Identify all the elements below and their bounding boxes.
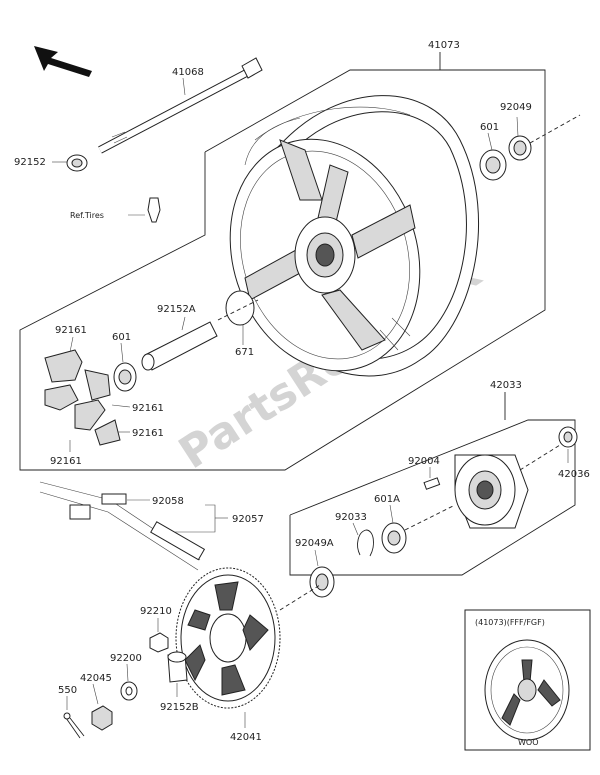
- washer-92200: [120, 681, 138, 701]
- front-direction-arrow-icon: [34, 46, 92, 77]
- label-92058: 92058: [152, 496, 184, 507]
- cotter-pin-550: [63, 712, 85, 739]
- label-601A: 601A: [374, 494, 400, 505]
- label-671: 671: [235, 347, 254, 358]
- collar-92152: [66, 154, 88, 172]
- label-42045: 42045: [80, 673, 112, 684]
- nut-92210: [149, 632, 169, 653]
- rear-axle: [98, 57, 263, 154]
- label-92161-d: 92161: [50, 456, 82, 467]
- oil-seal-92049A: [309, 566, 335, 598]
- label-92004: 92004: [408, 456, 440, 467]
- label-601-top: 601: [480, 122, 499, 133]
- hub-assembly-frame: [289, 419, 576, 576]
- label-92049A: 92049A: [295, 538, 334, 549]
- label-601-mid: 601: [112, 332, 131, 343]
- inset-footer: WOO: [518, 738, 539, 747]
- variant-inset-box: [464, 609, 591, 751]
- label-92161-a: 92161: [55, 325, 87, 336]
- label-92057: 92057: [232, 514, 264, 525]
- callout-labels: 41073 41068 92049 601 92152 Ref.Tires 92…: [14, 40, 590, 747]
- master-link-92058: [101, 493, 127, 505]
- label-550: 550: [58, 685, 77, 696]
- stud-92004: [423, 477, 441, 490]
- collar-92152B: [167, 651, 188, 683]
- wheel-assembly-frame: [19, 69, 546, 471]
- collar-92152A: [141, 321, 218, 371]
- label-92152: 92152: [14, 157, 46, 168]
- inset-header: (41073)(FFF/FGF): [475, 618, 545, 627]
- label-92200: 92200: [110, 653, 142, 664]
- label-42036: 42036: [558, 469, 590, 480]
- castle-nut-42045: [91, 705, 113, 731]
- label-42041: 42041: [230, 732, 262, 743]
- label-92049: 92049: [500, 102, 532, 113]
- label-92152A: 92152A: [157, 304, 196, 315]
- rear-wheel-rim: [229, 95, 479, 377]
- label-41068: 41068: [172, 67, 204, 78]
- leader-41068: [182, 77, 186, 96]
- oil-seal-92049: [508, 135, 532, 161]
- rear-sprocket-42041: [175, 567, 281, 709]
- label-41073: 41073: [428, 40, 460, 51]
- label-42033: 42033: [490, 380, 522, 391]
- label-92152B: 92152B: [160, 702, 199, 713]
- bearing-601A: [381, 522, 407, 554]
- sprocket-hub-42033: [454, 454, 529, 529]
- label-92210: 92210: [140, 606, 172, 617]
- damper-rubbers-92161: [44, 349, 121, 446]
- bearing-601-top: [479, 149, 507, 181]
- label-92033: 92033: [335, 512, 367, 523]
- o-ring-671: [225, 290, 255, 326]
- label-92161-c: 92161: [132, 428, 164, 439]
- circlip-92033: [357, 529, 374, 557]
- label-92161-b: 92161: [132, 403, 164, 414]
- tire-valve: [147, 197, 161, 223]
- collar-42036: [558, 426, 578, 448]
- bearing-601-mid: [113, 362, 137, 392]
- label-ref-tires: Ref.Tires: [70, 211, 104, 220]
